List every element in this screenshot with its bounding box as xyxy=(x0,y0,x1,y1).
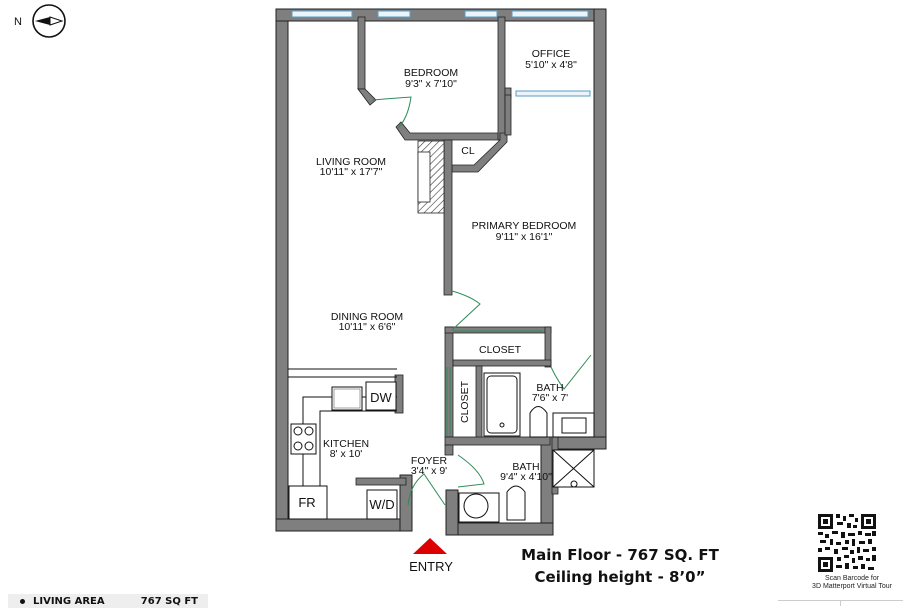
svg-text:KITCHEN: KITCHEN xyxy=(323,438,369,450)
windows xyxy=(291,10,591,97)
svg-text:10'11" x 17'7": 10'11" x 17'7" xyxy=(320,166,383,178)
room-primary-bedroom: PRIMARY BEDROOM 9'11" x 16'1" xyxy=(472,220,577,243)
room-office: OFFICE 5'10" x 4'8" xyxy=(525,48,577,71)
svg-text:3'4" x 9': 3'4" x 9' xyxy=(411,465,447,477)
qr-block: Scan Barcode for 3D Matterport Virtual T… xyxy=(812,572,892,591)
svg-text:ENTRY: ENTRY xyxy=(409,559,453,574)
ceiling-height-text: Ceiling height - 8’0” xyxy=(534,568,706,586)
svg-text:BATH: BATH xyxy=(536,382,563,394)
room-closet-vertical: CLOSET xyxy=(459,380,471,423)
bullet-icon xyxy=(20,598,25,604)
shower-icon xyxy=(552,449,595,488)
svg-text:9'11" x 16'1": 9'11" x 16'1" xyxy=(496,231,553,243)
entry-marker: ENTRY xyxy=(409,538,453,574)
room-bath-upper: BATH 7'6" x 7' xyxy=(532,382,568,404)
qr-code-icon xyxy=(818,514,876,572)
bottom-divider xyxy=(778,600,903,606)
fridge-label: FR xyxy=(298,495,315,510)
room-kitchen: KITCHEN 8' x 10' xyxy=(323,438,369,460)
washer-dryer: W/D xyxy=(366,489,398,520)
kitchen-sink-icon xyxy=(331,386,363,411)
svg-text:8' x 10': 8' x 10' xyxy=(330,448,363,460)
legend-label: LIVING AREA xyxy=(33,595,105,607)
toilet-icon xyxy=(529,406,548,438)
compass: N xyxy=(14,4,66,38)
lower-toilet-icon xyxy=(506,485,526,521)
qr-caption: Scan Barcode for 3D Matterport Virtual T… xyxy=(812,575,892,590)
svg-text:5'10" x 4'8": 5'10" x 4'8" xyxy=(525,59,577,71)
svg-text:W/D: W/D xyxy=(369,497,394,512)
room-closet-horizontal: CLOSET xyxy=(479,344,522,356)
svg-text:DINING ROOM: DINING ROOM xyxy=(331,311,403,323)
svg-text:7'6" x 7': 7'6" x 7' xyxy=(532,392,568,404)
compass-north-label: N xyxy=(14,16,22,28)
living-area-legend: LIVING AREA 767 SQ FT xyxy=(8,594,208,608)
bathroom-sink-icon xyxy=(552,412,595,438)
interior-walls xyxy=(355,16,559,495)
door-swings xyxy=(371,96,592,506)
svg-text:LIVING ROOM: LIVING ROOM xyxy=(316,156,386,168)
dishwasher: DW xyxy=(365,381,397,411)
room-cl: CL xyxy=(461,145,475,157)
room-dining-room: DINING ROOM 10'11" x 6'6" xyxy=(331,311,403,333)
svg-text:CL: CL xyxy=(461,145,475,157)
svg-text:10'11" x 6'6": 10'11" x 6'6" xyxy=(339,321,396,333)
stove-icon xyxy=(290,423,317,455)
svg-text:BEDROOM: BEDROOM xyxy=(404,67,458,79)
lower-sink-icon xyxy=(458,492,500,523)
svg-text:FOYER: FOYER xyxy=(411,455,448,467)
floor-area-title: Main Floor - 767 SQ. FT xyxy=(521,546,719,564)
svg-text:CLOSET: CLOSET xyxy=(479,344,522,356)
svg-text:9'4" x 4'10": 9'4" x 4'10" xyxy=(500,471,552,483)
fireplace xyxy=(417,140,445,214)
room-foyer: FOYER 3'4" x 9' xyxy=(411,455,448,477)
entry-arrow-icon xyxy=(413,538,447,554)
legend-value: 767 SQ FT xyxy=(140,595,198,607)
svg-text:DW: DW xyxy=(370,390,392,405)
bathtub-icon xyxy=(483,372,521,437)
room-living-room: LIVING ROOM 10'11" x 17'7" xyxy=(316,156,386,178)
floor-summary: Main Floor - 767 SQ. FT Ceiling height -… xyxy=(470,544,770,588)
room-bath-lower: BATH 9'4" x 4'10" xyxy=(500,461,552,483)
svg-text:OFFICE: OFFICE xyxy=(532,48,571,60)
svg-text:CLOSET: CLOSET xyxy=(459,380,471,423)
svg-text:BATH: BATH xyxy=(512,461,539,473)
svg-text:9'3" x 7'10": 9'3" x 7'10" xyxy=(405,78,457,90)
room-bedroom: BEDROOM 9'3" x 7'10" xyxy=(404,67,458,90)
svg-text:PRIMARY BEDROOM: PRIMARY BEDROOM xyxy=(472,220,577,232)
north-arrow-icon xyxy=(32,4,66,38)
